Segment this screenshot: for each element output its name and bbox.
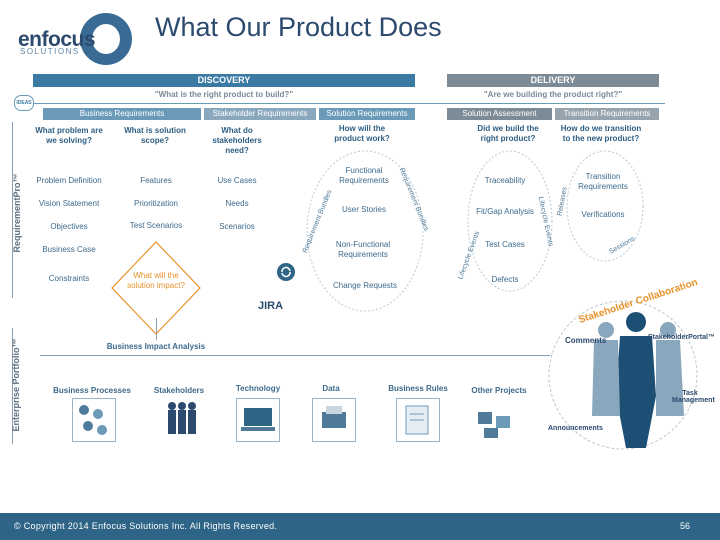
portfolio-business-rules: Business Rules bbox=[388, 384, 448, 393]
portfolio-line bbox=[40, 355, 550, 356]
business-rules-icon bbox=[396, 398, 440, 442]
rpro-label: RequirementPro™ bbox=[12, 173, 22, 253]
item-prioritization: Prioritization bbox=[133, 199, 178, 208]
collaboration-circle bbox=[548, 300, 698, 450]
question-stakeholders: What do stakeholders need? bbox=[212, 126, 262, 155]
impact-connector bbox=[156, 318, 157, 340]
item-use-cases: Use Cases bbox=[217, 176, 257, 185]
item-business-case: Business Case bbox=[42, 245, 96, 254]
item-test-cases: Test Cases bbox=[485, 240, 525, 249]
footer-copyright: © Copyright 2014 Enfocus Solutions Inc. … bbox=[14, 521, 278, 531]
band-solution: Solution Requirements bbox=[319, 108, 415, 120]
collab-announcements: Announcements bbox=[548, 425, 603, 432]
delivery-header: DELIVERY bbox=[447, 74, 659, 87]
question-impact: What will the solution impact? bbox=[127, 271, 185, 290]
page-number: 56 bbox=[680, 521, 691, 531]
band-transition: Transition Requirements bbox=[555, 108, 659, 120]
business-processes-icon bbox=[72, 398, 116, 442]
footer-bar bbox=[0, 513, 720, 540]
people-silhouette-icon bbox=[592, 312, 684, 448]
portfolio-data: Data bbox=[322, 384, 340, 393]
item-constraints: Constraints bbox=[48, 274, 90, 283]
rpro-divider bbox=[12, 122, 13, 298]
collab-task-management: Task Management bbox=[672, 390, 715, 404]
item-defects: Defects bbox=[491, 275, 519, 284]
portfolio-other-projects: Other Projects bbox=[471, 386, 527, 395]
collab-portal: StakeholderPortal™ bbox=[648, 334, 715, 341]
item-user-stories: User Stories bbox=[341, 205, 386, 214]
discovery-question: "What is the right product to build?" bbox=[154, 90, 294, 99]
item-functional-requirements: Functional Requirements bbox=[339, 166, 389, 185]
solution-circle bbox=[306, 150, 424, 312]
page-title: What Our Product Does bbox=[155, 12, 442, 42]
portfolio-label: Enterprise Portfolio™ bbox=[11, 338, 21, 432]
item-problem-definition: Problem Definition bbox=[36, 176, 102, 185]
other-projects-icon bbox=[478, 412, 510, 438]
assessment-circle bbox=[467, 150, 553, 292]
business-impact-analysis: Business Impact Analysis bbox=[106, 342, 206, 351]
band-stakeholder: Stakeholder Requirements bbox=[204, 108, 316, 120]
collab-comments: Comments bbox=[565, 336, 607, 345]
item-vision-statement: Vision Statement bbox=[38, 199, 100, 208]
question-how: How will the product work? bbox=[334, 124, 390, 143]
jira-logo: JIRA bbox=[258, 300, 284, 312]
item-change-requests: Change Requests bbox=[332, 281, 398, 290]
logo-wordmark: enfocus bbox=[18, 28, 96, 51]
question-scope: What is solution scope? bbox=[124, 126, 186, 145]
question-problem: What problem are we solving? bbox=[35, 126, 103, 145]
logo-subtitle: SOLUTIONS bbox=[20, 47, 80, 56]
sync-icon[interactable] bbox=[276, 262, 296, 282]
logo-mark-inner bbox=[92, 24, 120, 54]
discovery-header: DISCOVERY bbox=[33, 74, 415, 87]
band-assessment: Solution Assessment bbox=[447, 108, 552, 120]
item-scenarios: Scenarios bbox=[219, 222, 255, 231]
item-needs: Needs bbox=[225, 199, 249, 208]
transition-circle bbox=[566, 150, 644, 262]
item-traceability: Traceability bbox=[484, 176, 526, 185]
portfolio-stakeholders: Stakeholders bbox=[153, 386, 205, 395]
delivery-question: "Are we building the product right?" bbox=[483, 90, 623, 99]
item-fit-gap-analysis: Fit/Gap Analysis bbox=[476, 207, 534, 216]
item-objectives: Objectives bbox=[50, 222, 88, 231]
portfolio-business-processes: Business Processes bbox=[53, 386, 131, 395]
data-printer-icon bbox=[312, 398, 356, 442]
portfolio-technology: Technology bbox=[235, 384, 281, 393]
item-features: Features bbox=[140, 176, 172, 185]
portfolio-divider bbox=[12, 328, 13, 444]
timeline-line bbox=[30, 103, 665, 104]
item-test-scenarios: Test Scenarios bbox=[129, 221, 183, 230]
band-business: Business Requirements bbox=[43, 108, 201, 120]
stakeholders-icon bbox=[168, 402, 196, 434]
item-non-functional-requirements: Non-Functional Requirements bbox=[335, 240, 391, 259]
question-right: Did we build the right product? bbox=[477, 124, 539, 143]
ideas-badge: IDEAS bbox=[14, 95, 34, 111]
laptop-icon bbox=[236, 398, 280, 442]
item-transition-requirements: Transition Requirements bbox=[578, 172, 628, 191]
question-transition: How do we transition to the new product? bbox=[560, 124, 642, 143]
item-verifications: Verifications bbox=[581, 210, 625, 219]
